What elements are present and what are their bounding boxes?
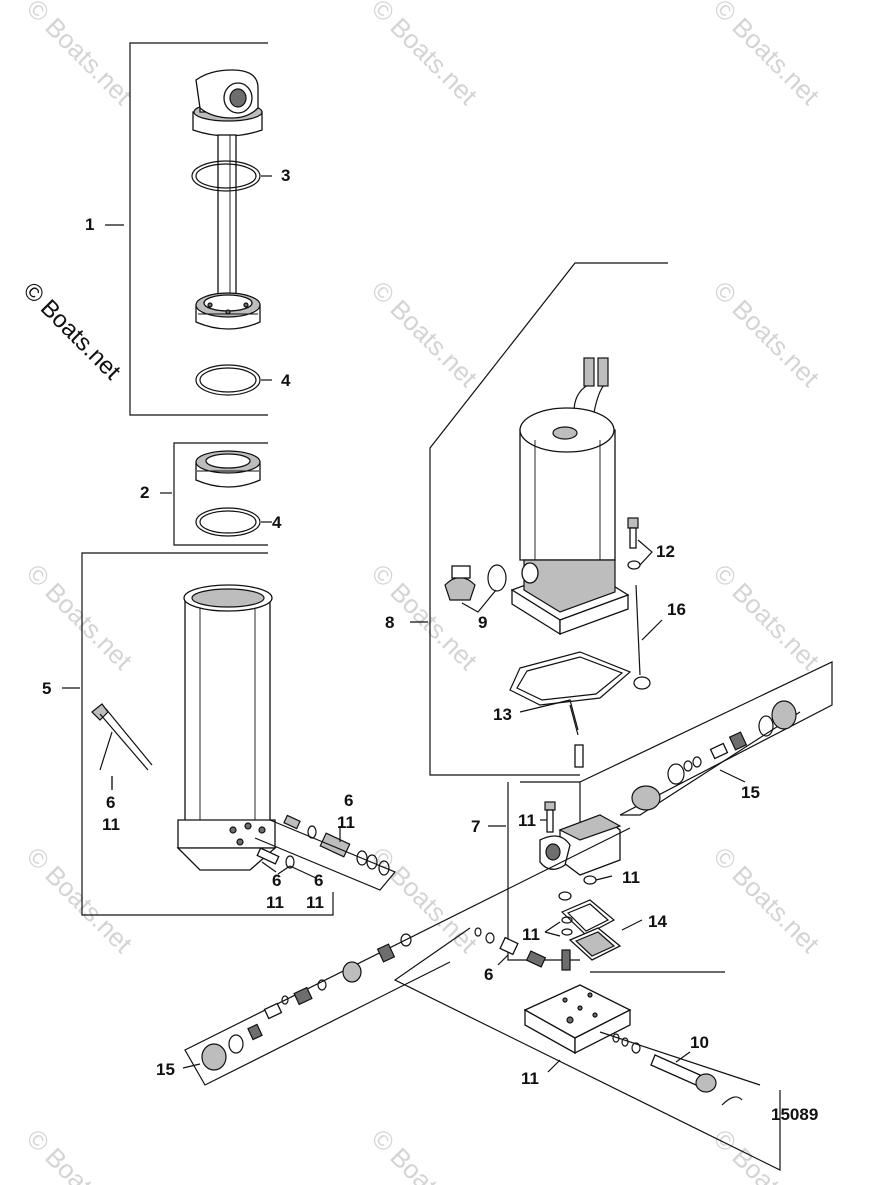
group-bracket-1 — [105, 42, 268, 416]
callout-4: 4 — [272, 513, 282, 532]
callout-15: 15 — [741, 783, 760, 802]
callout-7: 7 — [471, 817, 480, 836]
callout-11: 11 — [266, 893, 284, 912]
callout-11: 11 — [518, 811, 536, 830]
callout-11: 11 — [521, 1069, 539, 1088]
watermark: © Boats.net — [21, 0, 139, 111]
watermark: © Boats.net — [708, 558, 826, 676]
watermark-layer: © Boats.net © Boats.net © Boats.net © Bo… — [21, 0, 826, 1185]
callout-11: 11 — [622, 868, 640, 887]
callout-4: 4 — [281, 371, 291, 390]
callout-5: 5 — [42, 679, 51, 698]
group-bracket-2 — [160, 442, 268, 546]
valve-line-upper — [579, 661, 833, 816]
watermark: © Boats.net — [21, 841, 139, 959]
callout-13: 13 — [493, 705, 512, 724]
callout-11: 11 — [102, 815, 120, 834]
callout-6: 6 — [484, 965, 493, 984]
watermark: © Boats.net — [708, 841, 826, 959]
shock-rod-assembly — [191, 69, 272, 396]
gasket-and-valve-body — [393, 899, 781, 1171]
watermark: © Boats.net — [708, 0, 826, 111]
callout-labels: 1 2 3 4 4 5 6 11 6 11 6 11 6 11 7 8 9 10… — [42, 166, 818, 1124]
group-bracket-8 — [410, 262, 668, 776]
diagram-number: 15089 — [771, 1105, 818, 1124]
watermark: © Boats.net — [21, 558, 139, 676]
valve-line-lower — [182, 827, 631, 1086]
watermark: © Boats.net — [708, 275, 826, 393]
callout-6: 6 — [314, 871, 323, 890]
watermark: © Boats.net — [366, 0, 484, 111]
watermark: © Boats.net — [366, 275, 484, 393]
callout-6: 6 — [106, 793, 115, 812]
group-bracket-5 — [62, 552, 334, 916]
callout-11: 11 — [337, 813, 355, 832]
trim-cylinder — [91, 584, 396, 891]
pump-manifold — [488, 781, 622, 961]
callout-16: 16 — [667, 600, 686, 619]
callout-6: 6 — [272, 871, 281, 890]
callout-14: 14 — [648, 912, 667, 931]
pump-motor — [444, 357, 663, 768]
callout-1: 1 — [85, 215, 94, 234]
watermark: © Boats.net — [21, 1123, 139, 1185]
callout-2: 2 — [140, 483, 149, 502]
callout-11: 11 — [306, 893, 324, 912]
watermark: © Boats.net — [366, 841, 484, 959]
callout-15: 15 — [156, 1060, 175, 1079]
callout-3: 3 — [281, 166, 290, 185]
callout-8: 8 — [385, 613, 394, 632]
callout-10: 10 — [690, 1033, 709, 1052]
memory-piston — [195, 450, 272, 537]
callout-6: 6 — [344, 791, 353, 810]
callout-11: 11 — [522, 925, 540, 944]
callout-9: 9 — [478, 613, 487, 632]
callout-12: 12 — [656, 542, 675, 561]
watermark: © Boats.net — [708, 1123, 826, 1185]
brand-label: © Boats.net — [18, 277, 126, 385]
watermark: © Boats.net — [366, 1123, 484, 1185]
